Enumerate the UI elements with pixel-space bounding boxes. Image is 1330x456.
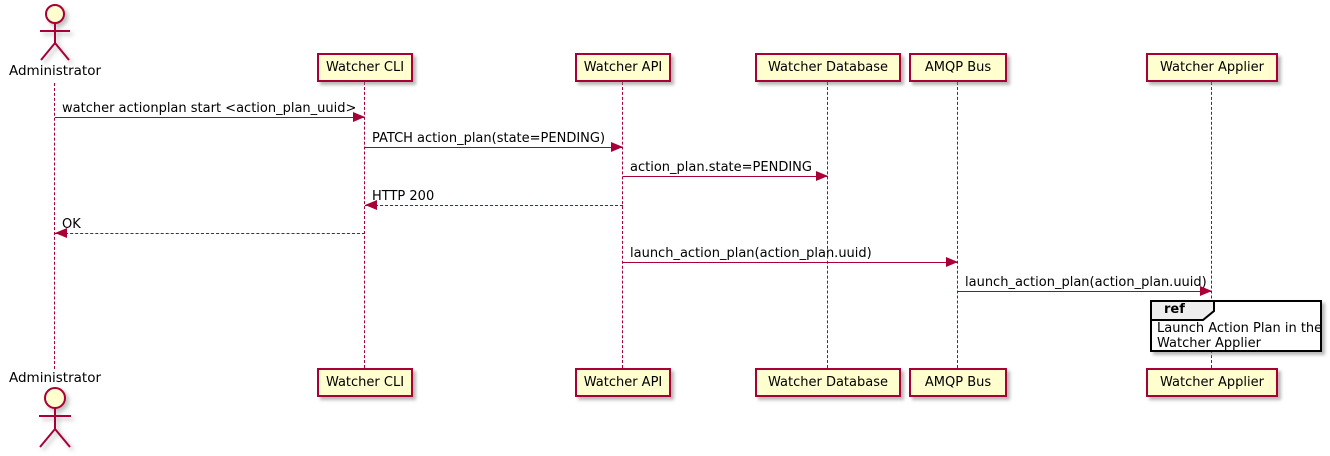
message-7: launch_action_plan(action_plan.uuid) xyxy=(958,275,1212,297)
arrowhead-right-icon xyxy=(946,257,958,267)
message-line xyxy=(55,233,365,234)
message-1: watcher actionplan start <action_plan_uu… xyxy=(55,101,365,123)
message-label: action_plan.state=PENDING xyxy=(630,160,812,175)
arrowhead-right-icon xyxy=(611,142,623,152)
arrowhead-right-icon xyxy=(1200,286,1212,296)
message-line xyxy=(958,291,1212,292)
message-3: action_plan.state=PENDING xyxy=(623,160,828,182)
participant-label: Watcher CLI xyxy=(325,60,405,75)
message-line xyxy=(365,205,623,206)
actor-label-top: Administrator xyxy=(8,63,102,79)
ref-keyword: ref xyxy=(1164,302,1185,317)
message-6: launch_action_plan(action_plan.uuid) xyxy=(623,246,958,268)
participant-label: Watcher Applier xyxy=(1160,375,1264,390)
arrowhead-left-icon xyxy=(365,200,377,210)
lifeline-administrator xyxy=(54,83,55,369)
ref-header-shape xyxy=(1150,300,1215,321)
participant-label: Watcher Applier xyxy=(1160,60,1264,75)
actor-icon xyxy=(40,4,70,61)
participant-label: AMQP Bus xyxy=(924,375,992,390)
participant-watcher-api-top: Watcher API xyxy=(575,53,671,82)
message-label: launch_action_plan(action_plan.uuid) xyxy=(630,246,872,261)
participant-amqp-bus-top: AMQP Bus xyxy=(909,53,1007,82)
actor-label-bottom: Administrator xyxy=(8,370,102,386)
participant-label: Watcher CLI xyxy=(325,375,405,390)
arrowhead-left-icon xyxy=(55,228,67,238)
message-line xyxy=(623,176,828,177)
participant-amqp-bus-bottom: AMQP Bus xyxy=(909,368,1007,397)
message-line xyxy=(623,262,958,263)
participant-label: Watcher Database xyxy=(768,375,888,390)
participant-watcher-database-bottom: Watcher Database xyxy=(755,368,901,397)
participant-watcher-api-bottom: Watcher API xyxy=(575,368,671,397)
lifeline-amqp-bus xyxy=(957,82,958,368)
lifeline-watcher-cli xyxy=(364,82,365,368)
participant-label: Watcher API xyxy=(583,375,663,390)
participant-watcher-cli-top: Watcher CLI xyxy=(317,53,413,82)
lifeline-watcher-api xyxy=(622,82,623,368)
participant-label: AMQP Bus xyxy=(924,60,992,75)
message-line xyxy=(365,147,623,148)
message-label: launch_action_plan(action_plan.uuid) xyxy=(965,275,1207,290)
participant-watcher-database-top: Watcher Database xyxy=(755,53,901,82)
message-4: HTTP 200 xyxy=(365,189,623,211)
ref-text-line2: Watcher Applier xyxy=(1157,336,1261,351)
participant-watcher-applier-top: Watcher Applier xyxy=(1146,53,1278,82)
message-line xyxy=(55,117,365,118)
message-5: OK xyxy=(55,217,365,239)
ref-text-line1: Launch Action Plan in the xyxy=(1157,321,1323,336)
participant-label: Watcher Database xyxy=(768,60,888,75)
message-2: PATCH action_plan(state=PENDING) xyxy=(365,131,623,153)
actor-icon xyxy=(39,387,71,448)
lifeline-watcher-applier xyxy=(1211,82,1212,368)
participant-label: Watcher API xyxy=(583,60,663,75)
arrowhead-right-icon xyxy=(816,171,828,181)
lifeline-watcher-database xyxy=(827,82,828,368)
message-label: watcher actionplan start <action_plan_uu… xyxy=(62,101,357,116)
ref-fragment: ref Launch Action Plan in the Watcher Ap… xyxy=(1150,300,1322,352)
participant-watcher-applier-bottom: Watcher Applier xyxy=(1146,368,1278,397)
arrowhead-right-icon xyxy=(353,112,365,122)
message-label: PATCH action_plan(state=PENDING) xyxy=(372,131,606,146)
participant-watcher-cli-bottom: Watcher CLI xyxy=(317,368,413,397)
message-label: HTTP 200 xyxy=(372,189,435,204)
